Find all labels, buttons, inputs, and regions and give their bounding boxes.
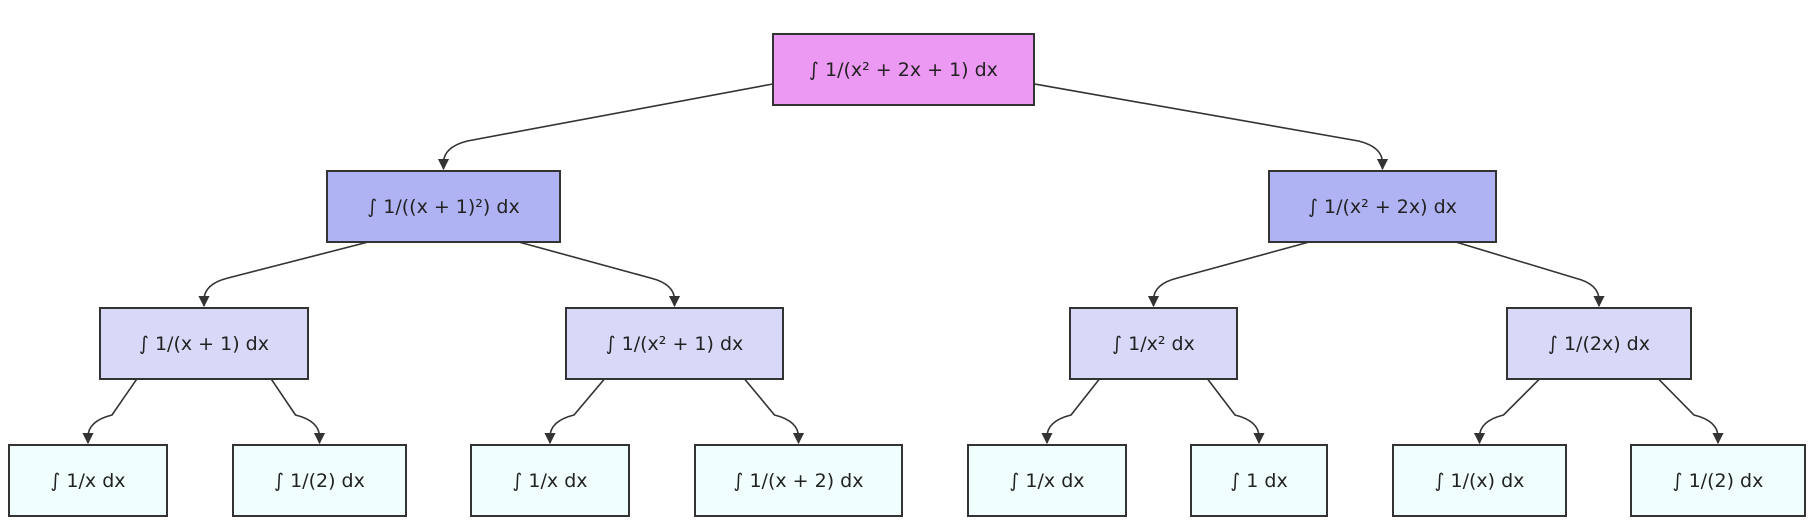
edge-l2_b-to-l3_b2 — [743, 378, 805, 445]
node-l3-c1: ∫ 1/x dx — [967, 444, 1127, 517]
node-l2-b: ∫ 1/(x² + 1) dx — [565, 307, 784, 380]
node-l2-c: ∫ 1/x² dx — [1069, 307, 1238, 380]
node-l3-c2: ∫ 1 dx — [1190, 444, 1328, 517]
node-l3-a1: ∫ 1/x dx — [8, 444, 168, 517]
node-l3-b2: ∫ 1/(x + 2) dx — [694, 444, 903, 517]
edge-l1_right-to-l2_d — [1455, 241, 1605, 308]
node-l3-b1: ∫ 1/x dx — [470, 444, 630, 517]
edge-l2_a-to-l3_a1 — [82, 378, 138, 445]
node-l1-left: ∫ 1/((x + 1)²) dx — [326, 170, 561, 243]
edge-l2_d-to-l3_d1 — [1473, 378, 1541, 445]
node-l1-right: ∫ 1/(x² + 2x) dx — [1268, 170, 1497, 243]
edge-root-to-l1_left — [437, 83, 773, 171]
edge-l2_a-to-l3_a2 — [270, 378, 326, 445]
node-l3-d2: ∫ 1/(2) dx — [1630, 444, 1806, 517]
edge-l1_left-to-l2_a — [198, 241, 369, 308]
node-l3-d1: ∫ 1/(x) dx — [1392, 444, 1567, 517]
edge-l2_d-to-l3_d2 — [1657, 378, 1724, 445]
edge-l1_right-to-l2_c — [1147, 241, 1310, 308]
edge-l2_c-to-l3_c2 — [1206, 378, 1265, 445]
edge-root-to-l1_right — [1034, 83, 1389, 171]
edge-l2_b-to-l3_b1 — [544, 378, 606, 445]
edge-l2_c-to-l3_c1 — [1041, 378, 1101, 445]
node-root: ∫ 1/(x² + 2x + 1) dx — [772, 33, 1035, 106]
edge-l1_left-to-l2_b — [518, 241, 681, 308]
node-l2-a: ∫ 1/(x + 1) dx — [99, 307, 309, 380]
node-l3-a2: ∫ 1/(2) dx — [232, 444, 407, 517]
node-l2-d: ∫ 1/(2x) dx — [1506, 307, 1692, 380]
